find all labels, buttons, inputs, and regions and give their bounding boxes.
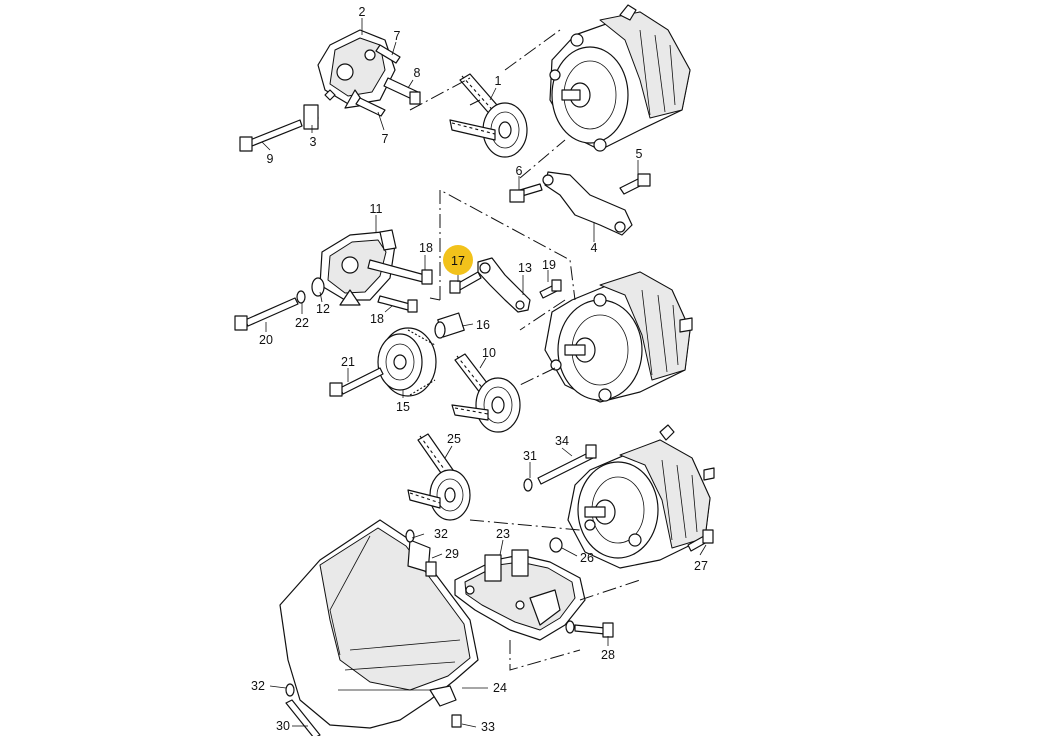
callout-27[interactable]: 27 bbox=[694, 559, 708, 573]
highlight-marker bbox=[443, 245, 473, 275]
callout-10[interactable]: 10 bbox=[482, 346, 496, 360]
callout-1[interactable]: 1 bbox=[495, 74, 502, 88]
heat-shield bbox=[279, 519, 479, 736]
callout-29[interactable]: 29 bbox=[445, 547, 459, 561]
bracket-strap bbox=[509, 171, 651, 236]
callout-labels: 2 7 8 1 9 3 7 5 6 4 11 18 17 13 19 20 22… bbox=[251, 5, 708, 734]
alternator-middle bbox=[544, 271, 693, 403]
belt-pulley-middle bbox=[451, 353, 521, 433]
alternator-bottom bbox=[567, 424, 715, 569]
bracket-middle bbox=[234, 229, 433, 331]
callout-28[interactable]: 28 bbox=[601, 648, 615, 662]
callout-26[interactable]: 26 bbox=[580, 551, 594, 565]
spacer-16 bbox=[434, 312, 465, 339]
callout-4[interactable]: 4 bbox=[591, 241, 598, 255]
callout-16[interactable]: 16 bbox=[476, 318, 490, 332]
tensioner-arm bbox=[449, 257, 562, 313]
callout-7[interactable]: 7 bbox=[394, 29, 401, 43]
callout-12[interactable]: 12 bbox=[316, 302, 330, 316]
callout-leaders bbox=[261, 18, 707, 728]
callout-20[interactable]: 20 bbox=[259, 333, 273, 347]
callout-6[interactable]: 6 bbox=[516, 164, 523, 178]
belt-pulley-top bbox=[449, 73, 528, 158]
callout-13[interactable]: 13 bbox=[518, 261, 532, 275]
callout-33[interactable]: 33 bbox=[481, 720, 495, 734]
callout-32[interactable]: 32 bbox=[251, 679, 265, 693]
crank-pulley bbox=[329, 327, 437, 397]
callout-7[interactable]: 7 bbox=[382, 132, 389, 146]
callout-5[interactable]: 5 bbox=[636, 147, 643, 161]
callout-8[interactable]: 8 bbox=[414, 66, 421, 80]
callout-18[interactable]: 18 bbox=[419, 241, 433, 255]
callout-18[interactable]: 18 bbox=[370, 312, 384, 326]
assembly-top bbox=[239, 4, 691, 236]
assembly-bottom bbox=[279, 424, 715, 736]
callout-9[interactable]: 9 bbox=[267, 152, 274, 166]
callout-31[interactable]: 31 bbox=[523, 449, 537, 463]
callout-25[interactable]: 25 bbox=[447, 432, 461, 446]
callout-32[interactable]: 32 bbox=[434, 527, 448, 541]
assembly-middle bbox=[234, 189, 693, 433]
bracket-lower bbox=[454, 537, 614, 641]
callout-15[interactable]: 15 bbox=[396, 400, 410, 414]
callout-17[interactable]: 17 bbox=[451, 254, 465, 268]
bolts-top bbox=[239, 44, 421, 152]
belt-pulley-bottom bbox=[407, 433, 471, 521]
callout-11[interactable]: 11 bbox=[370, 202, 383, 216]
callout-24[interactable]: 24 bbox=[493, 681, 507, 695]
callout-23[interactable]: 23 bbox=[496, 527, 510, 541]
callout-30[interactable]: 30 bbox=[276, 719, 290, 733]
callout-3[interactable]: 3 bbox=[310, 135, 317, 149]
alternator-top bbox=[549, 4, 691, 152]
callout-22[interactable]: 22 bbox=[295, 316, 309, 330]
callout-34[interactable]: 34 bbox=[555, 434, 569, 448]
bracket-top bbox=[317, 29, 396, 109]
callout-21[interactable]: 21 bbox=[341, 355, 355, 369]
callout-2[interactable]: 2 bbox=[359, 5, 366, 19]
callout-19[interactable]: 19 bbox=[542, 258, 556, 272]
